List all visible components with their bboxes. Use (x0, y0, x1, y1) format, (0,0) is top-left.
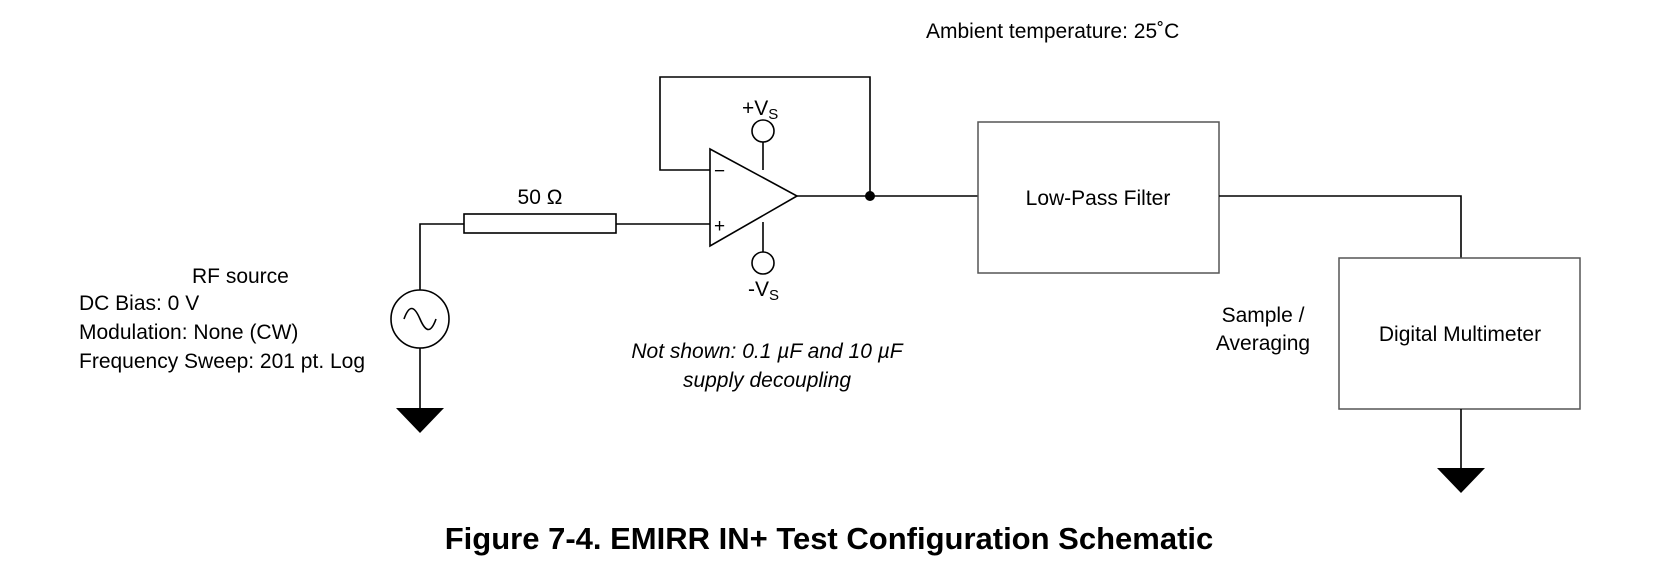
low-pass-filter-block (977, 121, 1220, 274)
source-ground-icon (396, 408, 444, 433)
rf-source-frequency-sweep: Frequency Sweep: 201 pt. Log (79, 350, 365, 373)
negative-supply-terminal (751, 251, 775, 275)
negative-supply-label: -VS (748, 278, 779, 304)
figure-caption: Figure 7-4. EMIRR IN+ Test Configuration… (445, 521, 1214, 556)
decoupling-note-line-1: Not shown: 0.1 µF and 10 µF (631, 340, 903, 363)
rf-source-dc-bias: DC Bias: 0 V (79, 292, 199, 315)
output-junction-dot (865, 191, 875, 201)
low-pass-filter-label: Low-Pass Filter (1026, 187, 1171, 210)
positive-supply-terminal (751, 119, 775, 143)
filter-to-dmm-wire (1219, 195, 1462, 258)
sample-averaging-line-1: Sample / (1222, 304, 1305, 327)
feedback-wire (659, 76, 871, 196)
source-wire (419, 223, 464, 293)
opamp-symbol (709, 147, 799, 248)
rf-source-title: RF source (192, 265, 289, 288)
digital-multimeter-label: Digital Multimeter (1379, 323, 1541, 346)
decoupling-note-line-2: supply decoupling (683, 369, 851, 392)
resistor-50-ohm (463, 213, 617, 234)
ambient-temperature-label: Ambient temperature: 25˚C (926, 20, 1179, 43)
inverting-input-sign: − (714, 161, 725, 182)
digital-multimeter-block (1338, 257, 1581, 410)
sample-averaging-line-2: Averaging (1216, 332, 1310, 355)
sine-wave-icon (403, 307, 437, 331)
resistor-label: 50 Ω (518, 186, 563, 209)
noninverting-input-sign: + (714, 216, 725, 237)
rf-source-modulation: Modulation: None (CW) (79, 321, 298, 344)
positive-supply-label: +VS (742, 97, 778, 123)
dmm-ground-icon (1437, 468, 1485, 493)
